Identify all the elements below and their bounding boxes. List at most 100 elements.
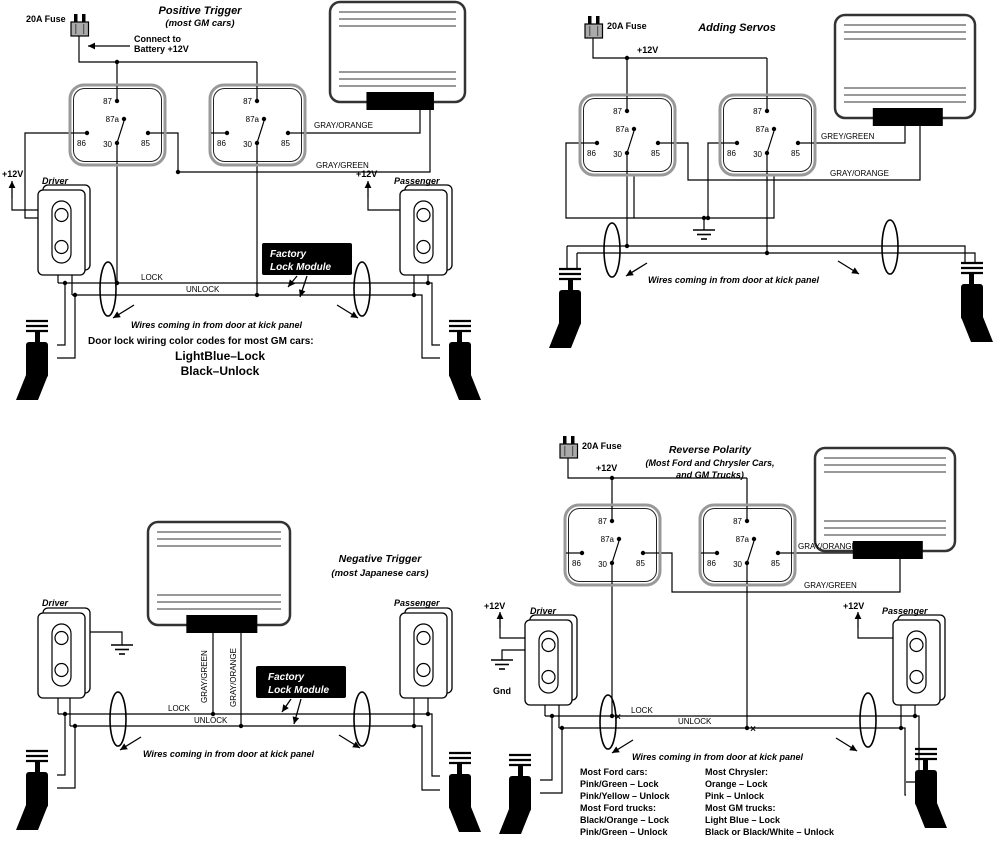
ground-icon [111, 644, 133, 655]
junction-dot [62, 280, 68, 286]
relay-pin-86-label: 86 [587, 149, 596, 158]
wire-label-grey-green: GREY/GREEN [821, 132, 875, 141]
fuse-icon [559, 436, 579, 459]
factory-lock-module-box [256, 666, 346, 698]
door-switch [892, 614, 946, 706]
codes-right-1: Orange – Lock [705, 779, 769, 789]
wire-label-gray-orange: GRAY/ORANGE [830, 169, 889, 178]
relay-pin-86-label: 86 [572, 559, 581, 568]
wire-label-gray-orange: GRAY/ORANGE [314, 121, 373, 130]
arrow-icon [112, 304, 135, 319]
grommet-ellipse [599, 694, 617, 750]
junction-dot [624, 243, 630, 249]
door-lock-actuator [499, 753, 531, 834]
junction-dot [238, 723, 244, 729]
relay-pin-86-label: 86 [217, 139, 226, 148]
relay-pin-86-label: 86 [707, 559, 716, 568]
door-switch [399, 184, 453, 276]
arrow-icon [298, 275, 308, 298]
arrow-icon [625, 262, 648, 277]
junction-dot [254, 292, 260, 298]
lock-wire-label: LOCK [141, 273, 163, 282]
relay-pin-30-label: 30 [103, 140, 112, 149]
junction-dot [624, 55, 630, 61]
grommet-ellipse [881, 219, 899, 275]
cut-mark: × [750, 724, 756, 735]
junction-dot [764, 250, 770, 256]
lock-wire-label: LOCK [631, 706, 653, 715]
grommet-ellipse [109, 691, 127, 747]
relay-pin-85-label: 85 [791, 149, 800, 158]
fuse-label: 20A Fuse [26, 14, 66, 24]
junction-dot [210, 711, 216, 717]
codes-right-5: Black or Black/White – Unlock [705, 827, 835, 837]
fuse-icon [70, 14, 90, 37]
v12-label: +12V [596, 463, 617, 473]
relay-pin-85-label: 85 [281, 139, 290, 148]
junction-dot [744, 725, 750, 731]
junction-dot [114, 59, 120, 65]
section-title-positive-trigger: Positive Trigger [159, 5, 243, 17]
factory-lock-module-label-1: Factory [268, 672, 305, 683]
grommet-ellipse [603, 222, 621, 278]
grommet-ellipse [353, 261, 371, 317]
fuse-label: 20A Fuse [607, 21, 647, 31]
relay-pin-86-label: 86 [727, 149, 736, 158]
factory-lock-module-label-2: Lock Module [270, 262, 332, 273]
control-module [328, 0, 467, 110]
ground-icon [693, 229, 715, 240]
arrow-icon [281, 698, 292, 713]
relay-pin-30-label: 30 [243, 140, 252, 149]
relay-pin-87-label: 87 [733, 517, 742, 526]
v12-label: +12V [356, 169, 377, 179]
unlock-wire-label: UNLOCK [194, 716, 228, 725]
gm-color-code-lock: LightBlue–Lock [175, 349, 265, 363]
door-lock-actuator [915, 747, 947, 828]
grommet-ellipse [859, 692, 877, 748]
factory-lock-module-box [262, 243, 352, 275]
factory-lock-module-label-1: Factory [270, 249, 307, 260]
codes-left-3: Most Ford trucks: [580, 803, 656, 813]
v12-label: +12V [484, 601, 505, 611]
grommet-ellipse [99, 261, 117, 317]
door-lock-actuator [449, 751, 481, 832]
codes-right-4: Light Blue – Lock [705, 815, 781, 825]
section-subtitle-reverse-polarity-1: (Most Ford and Chrysler Cars, [645, 458, 774, 468]
relay-pin-85-label: 85 [651, 149, 660, 158]
wires-negative-trigger [57, 631, 440, 791]
junction-dot [72, 723, 78, 729]
junction-dot [912, 713, 918, 719]
junction-dot [425, 711, 431, 717]
arrow-icon [835, 737, 858, 752]
wires-positive-trigger [11, 36, 440, 359]
fuse-icon [584, 16, 604, 39]
module-connector [852, 541, 923, 559]
codes-left-4: Black/Orange – Lock [580, 815, 670, 825]
door-switch [37, 184, 91, 276]
gnd-label: Gnd [493, 686, 511, 696]
kick-panel-note: Wires coming in from door at kick panel [632, 752, 803, 762]
junction-dot [609, 713, 615, 719]
factory-lock-module-label-2: Lock Module [268, 685, 330, 696]
relay-pin-30-label: 30 [733, 560, 742, 569]
section-title-reverse-polarity: Reverse Polarity [669, 444, 752, 456]
kick-panel-note: Wires coming in from door at kick panel [648, 275, 819, 285]
junction-dot [411, 723, 417, 729]
door-lock-actuator [961, 261, 993, 342]
module-connector [366, 92, 434, 110]
junction-dot [609, 475, 615, 481]
junction-dot [114, 280, 120, 286]
relay-pin-85-label: 85 [636, 559, 645, 568]
wire-label-gray-orange-vertical: GRAY/ORANGE [229, 648, 238, 707]
codes-left-0: Most Ford cars: [580, 767, 648, 777]
door-switch [399, 607, 453, 699]
codes-left-5: Pink/Green – Unlock [580, 827, 669, 837]
control-module [813, 446, 957, 559]
